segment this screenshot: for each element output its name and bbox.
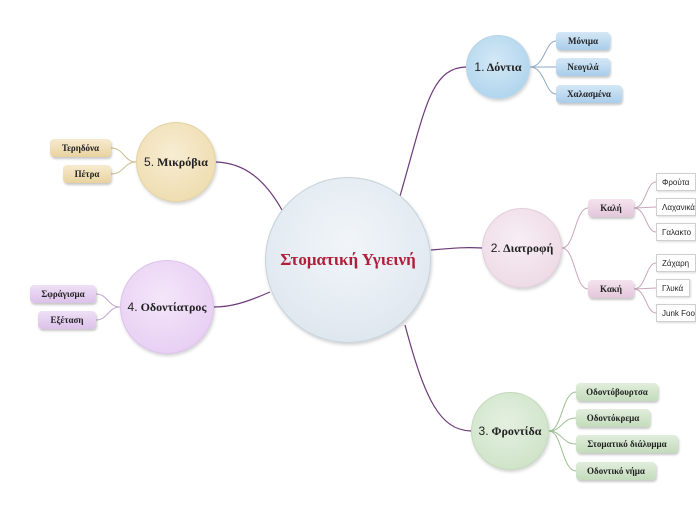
topic-sweets[interactable]: Γλυκά	[656, 279, 690, 297]
branch-teeth[interactable]: 1. Δόντια	[466, 35, 530, 99]
topic-baby-teeth[interactable]: Νεογιλά	[556, 58, 610, 76]
central-topic[interactable]: Στοματική Υγιεινή	[265, 177, 431, 343]
topic-decayed-teeth[interactable]: Χαλασμένα	[556, 85, 622, 103]
branch-number: 2.	[490, 240, 501, 255]
branch-label: Διατροφή	[503, 240, 554, 255]
branch-number: 4.	[127, 299, 138, 314]
topic-dental-floss[interactable]: Οδοντικό νήμα	[576, 462, 656, 480]
topic-fruits[interactable]: Φρούτα	[656, 173, 696, 191]
topic-permanent-teeth[interactable]: Μόνιμα	[556, 32, 610, 50]
branch-care[interactable]: 3. Φροντίδα	[471, 392, 549, 470]
link-diet	[430, 247, 483, 251]
branch-number: 5.	[144, 154, 155, 169]
central-topic-label: Στοματική Υγιεινή	[280, 250, 416, 269]
topic-dairy[interactable]: Γαλακτο	[656, 223, 696, 241]
topic-junk-food[interactable]: Junk Foo	[656, 304, 696, 322]
link-teeth	[399, 66, 467, 197]
topic-filling[interactable]: Σφράγισμα	[30, 285, 96, 303]
link-dentist	[213, 291, 271, 308]
branch-label: Φροντίδα	[491, 423, 542, 438]
topic-tartar[interactable]: Πέτρα	[63, 165, 111, 183]
branch-dentist[interactable]: 4. Οδοντίατρος	[120, 260, 214, 354]
branch-label: Δόντια	[486, 59, 522, 74]
topic-toothbrush[interactable]: Οδοντόβουρτσα	[576, 383, 658, 401]
topic-bad-diet[interactable]: Κακή	[588, 280, 634, 298]
branch-number: 1.	[474, 59, 485, 74]
topic-sugar[interactable]: Ζάχαρη	[656, 254, 696, 272]
topic-examination[interactable]: Εξέταση	[38, 311, 96, 329]
topic-toothpaste[interactable]: Οδοντόκρεμα	[576, 409, 650, 427]
branch-number: 3.	[478, 423, 489, 438]
branch-diet[interactable]: 2. Διατροφή	[482, 208, 562, 288]
link-care	[404, 324, 472, 432]
topic-good-diet[interactable]: Καλή	[588, 199, 634, 217]
topic-caries[interactable]: Τερηδόνα	[50, 139, 111, 157]
branch-microbes[interactable]: 5. Μικρόβια	[136, 122, 216, 202]
link-microbes	[215, 161, 283, 211]
branch-label: Μικρόβια	[157, 154, 208, 169]
branch-label: Οδοντίατρος	[140, 299, 207, 314]
topic-vegetables[interactable]: Λαχανικά	[656, 198, 696, 216]
topic-mouthwash[interactable]: Στοματικό διάλυμμα	[576, 435, 678, 453]
